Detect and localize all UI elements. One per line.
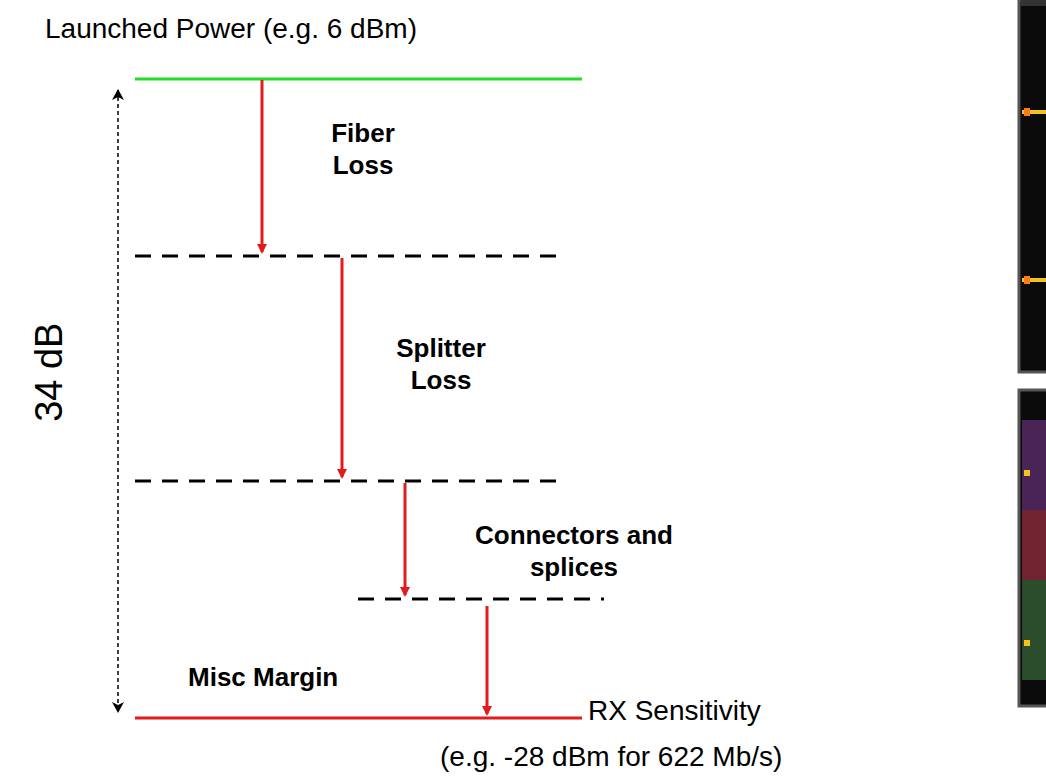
sensitivity-level-line (135, 717, 582, 720)
level-line (135, 255, 565, 258)
budget-label: 34 dB (27, 322, 73, 421)
loss-arrow (341, 258, 344, 477)
level-line (135, 480, 565, 483)
launch-level-line (135, 78, 582, 81)
loss-arrow (486, 606, 489, 714)
loss-label: Fiber Loss (303, 118, 423, 181)
loss-arrow (261, 80, 264, 252)
sensitivity-label: RX Sensitivity (588, 694, 761, 728)
loss-label: Connectors and splices (443, 520, 705, 583)
eye-diagram-image (1019, 0, 1046, 372)
level-line (358, 598, 604, 601)
eye-diagram-image (1019, 390, 1046, 706)
margin-label: Misc Margin (188, 662, 338, 694)
sensitivity-note: (e.g. -28 dBm for 622 Mb/s) (440, 740, 782, 774)
loss-label: Splitter Loss (371, 333, 511, 396)
loss-arrow (404, 483, 407, 595)
power-level-label: Launched Power (e.g. 6 dBm) (45, 12, 417, 46)
budget-span-arrow (117, 90, 119, 712)
